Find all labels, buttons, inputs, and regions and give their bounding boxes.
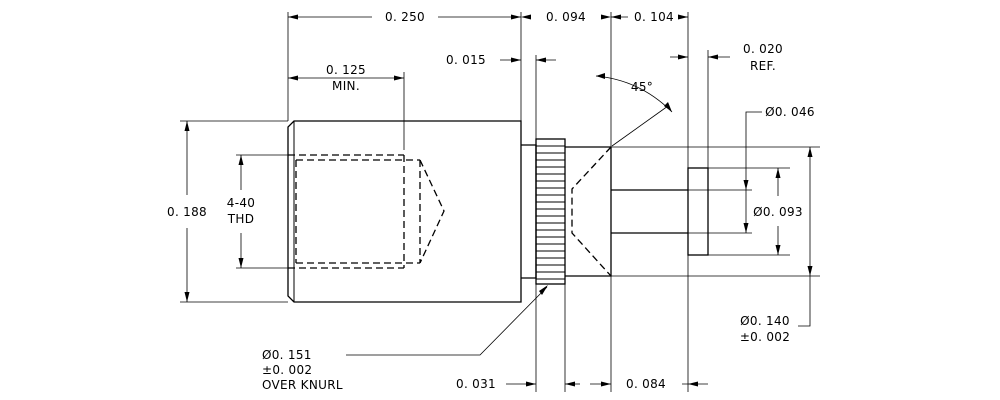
dim-collar-diameter-1: Ø0. 140 xyxy=(740,314,790,328)
knurl-lines xyxy=(536,145,565,280)
dim-thread-spec-1: 4-40 xyxy=(227,196,255,210)
dim-overall-length: 0. 250 xyxy=(385,10,425,24)
dimension-labels: 0. 250 0. 094 0. 104 0. 020 REF. 0. 125 … xyxy=(167,10,815,392)
dim-chamfer-angle: 45° xyxy=(631,80,653,94)
shoulder-neck xyxy=(521,144,537,279)
stem xyxy=(611,189,688,234)
dim-knurl-diameter-2: ±0. 002 xyxy=(262,363,312,377)
dim-knurl-diameter-3: OVER KNURL xyxy=(262,378,343,392)
dim-collar-diameter-2: ±0. 002 xyxy=(740,330,790,344)
dim-thread-depth: 0. 125 xyxy=(326,63,366,77)
dim-body-diameter: 0. 188 xyxy=(167,205,207,219)
dim-stem-length: 0. 104 xyxy=(634,10,674,24)
knurl-band xyxy=(535,138,566,285)
hidden-features xyxy=(288,146,612,277)
dim-collar-length: 0. 084 xyxy=(626,377,666,391)
dim-shoulder-gap: 0. 015 xyxy=(446,53,486,67)
dim-stem-diameter: Ø0. 046 xyxy=(765,105,815,119)
dim-thread-spec-2: THD xyxy=(227,212,255,226)
dimension-lines xyxy=(184,14,813,387)
dim-groove-width: 0. 031 xyxy=(456,377,496,391)
drill-point xyxy=(419,159,445,264)
head xyxy=(687,167,709,256)
countersink xyxy=(571,146,612,277)
extension-lines xyxy=(180,12,820,392)
part-outline xyxy=(287,120,709,303)
dim-head-thickness: 0. 020 xyxy=(743,42,783,56)
dim-knurl-length: 0. 094 xyxy=(546,10,586,24)
dim-head-diameter: Ø0. 093 xyxy=(753,205,803,219)
dim-thread-depth-note: MIN. xyxy=(332,79,360,93)
dim-head-thickness-note: REF. xyxy=(750,59,776,73)
collar xyxy=(565,146,612,277)
dim-knurl-diameter-1: Ø0. 151 xyxy=(262,348,312,362)
